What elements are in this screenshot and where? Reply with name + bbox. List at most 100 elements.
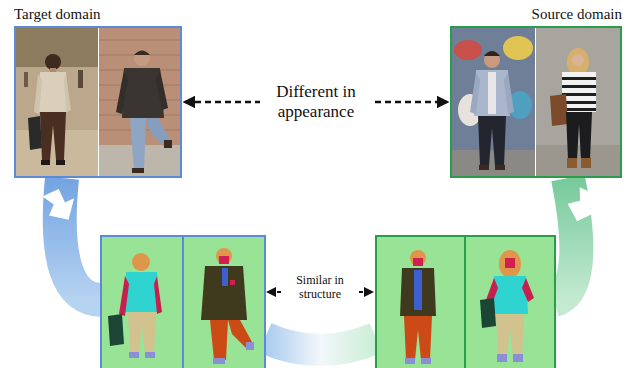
parsing-map [101,236,265,368]
target-photo [130,118,146,170]
target-photo [40,112,66,160]
parsing-map [404,316,432,360]
target-photo [99,40,181,130]
source-domain-box: Source domain [450,5,622,178]
parsing-map [421,358,431,364]
domain-band [60,178,102,300]
target-photo [41,160,50,165]
parsing-map [522,278,534,302]
parsing-map [505,258,515,268]
target-photo [28,116,42,150]
source-photo [562,77,596,111]
parsing-map [410,250,426,266]
parsing-map [513,354,523,362]
parsing-map [132,253,150,271]
target-photo [34,74,42,114]
source-photo [451,27,535,177]
parsing-map [376,236,555,368]
parsing-map [210,320,228,360]
parsing-map [246,342,254,350]
source-photo [503,36,533,60]
source-photo [451,27,535,177]
source-photo [451,150,535,177]
target-photo [99,27,181,177]
source-photo [567,48,589,76]
domain-heading: Target domain [14,5,182,26]
source-photo [572,54,584,66]
parsing-map [496,314,524,356]
domain-band [563,186,604,228]
parsing-map [376,236,555,368]
parsing-map [497,354,507,362]
parsing-map [222,268,228,286]
parsing-map [182,236,184,368]
parsing-map [230,280,235,285]
parsing-map [125,272,159,312]
parsing-map [400,268,436,316]
source-photo [479,165,489,170]
target-photo [15,27,98,177]
target-photo [116,70,128,114]
parsing-map [216,248,232,264]
source-photo [562,72,596,112]
target-photo [134,50,150,66]
parsing-map [128,312,156,352]
target-photo [15,27,98,177]
parsing-map [145,352,155,358]
domain-band [554,178,576,300]
parsing-map [405,358,415,364]
domain-heading: Source domain [450,5,622,26]
source-photo [550,94,568,126]
parsing-map [480,298,496,328]
parsing-map [414,270,422,310]
parsing-map [108,314,124,346]
source-photo [484,51,500,56]
parsing-map [464,236,466,368]
source-photo [581,158,591,168]
target-photo [24,72,28,87]
parsing-map [101,236,265,368]
target-photo [99,40,181,41]
parsing-map [101,236,265,368]
structure-label: Similar in structure [281,272,359,303]
source-photo [474,70,510,116]
parsing-map [492,276,528,314]
target-photo [64,74,71,112]
target-photo [122,68,164,118]
source-photo [495,165,505,170]
source-photo [536,27,621,177]
parsing-map [119,276,129,316]
target-photo [78,70,83,88]
source-photo [504,72,514,114]
image-frame [14,26,182,178]
source-photo [562,77,596,80]
image-frame [450,26,622,178]
parsing-map [213,358,225,364]
domain-band [41,185,82,227]
source-photo [562,101,596,104]
target-photo [45,54,61,70]
target-photo [164,140,172,148]
source-photo [478,116,506,166]
source-photo [484,52,500,68]
target-photo [56,160,65,165]
source-photo [567,158,577,168]
target-domain-box: Target domain [14,5,182,178]
target-photo [134,51,150,56]
parsing-map [129,352,139,358]
source-photo [470,72,480,114]
domain-band [265,338,376,350]
target-photo [156,70,168,110]
source-photo [562,93,596,96]
parsing-map [219,256,229,264]
source-photo [566,112,592,160]
parsing-map [201,266,247,320]
parsing-map [499,250,521,278]
source-photo [562,85,596,88]
parsing-map [413,258,423,266]
source-photo [536,145,621,177]
edge-label: Different in appearance [260,81,372,122]
